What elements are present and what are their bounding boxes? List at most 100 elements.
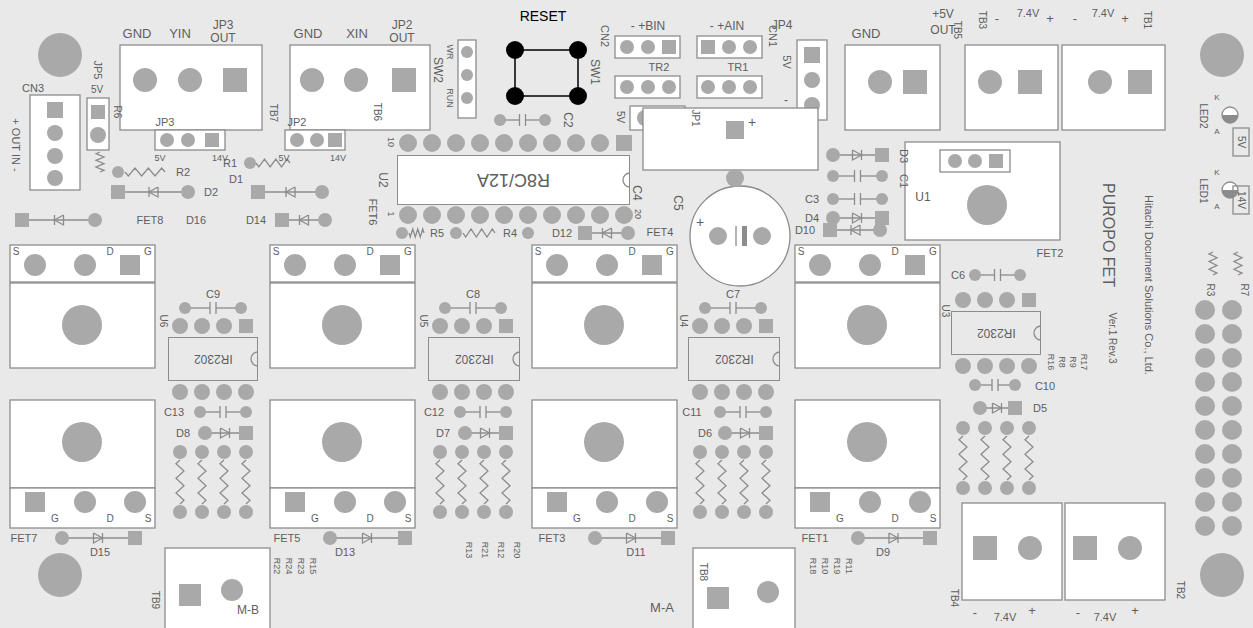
silkscreen-text: FET2 xyxy=(1037,248,1064,259)
diode-symbol xyxy=(853,150,862,160)
square-pad xyxy=(128,531,142,545)
part-outline xyxy=(458,40,476,118)
round-pad xyxy=(1014,269,1026,281)
part-outline xyxy=(270,283,415,368)
part-label: + xyxy=(1028,604,1036,617)
round-pad xyxy=(1118,536,1142,560)
part-label: D16 xyxy=(186,215,206,226)
diode-lead xyxy=(833,154,882,155)
resistor-symbol xyxy=(740,460,748,504)
round-pad xyxy=(591,134,609,152)
part-label: D10 xyxy=(795,225,815,236)
round-pad xyxy=(476,318,492,334)
chip-name: R8C/12A xyxy=(477,171,550,189)
part-outline xyxy=(795,245,940,282)
silkscreen-text: D7 xyxy=(436,428,450,439)
part-label: C8 xyxy=(466,289,480,300)
part-label: TR1 xyxy=(728,62,749,73)
silkscreen-text: D3 xyxy=(898,149,909,163)
round-pad xyxy=(55,531,69,545)
part-label: R12 xyxy=(496,542,505,559)
round-pad xyxy=(847,422,887,462)
part-label: + xyxy=(1121,12,1129,25)
silkscreen-text: GND xyxy=(123,27,152,40)
round-pad xyxy=(743,80,757,94)
part-label: G xyxy=(404,247,412,257)
round-pad xyxy=(827,193,839,205)
silkscreen-text: TB7 xyxy=(268,104,278,122)
part-label: D5 xyxy=(1033,403,1047,414)
square-pad xyxy=(903,70,927,94)
round-pad xyxy=(450,227,462,239)
silkscreen-text: 14V xyxy=(330,154,346,163)
diode-lead xyxy=(833,217,882,218)
part-label: 1 xyxy=(386,211,395,216)
silkscreen-text: - +AIN xyxy=(710,20,744,32)
chip-notch xyxy=(1034,326,1041,340)
round-pad xyxy=(62,422,102,462)
round-pad xyxy=(1088,70,1112,94)
chip-body: IR2302 xyxy=(688,337,780,381)
silkscreen-text: R8 xyxy=(1057,356,1066,368)
chip-name: IR2302 xyxy=(715,353,754,365)
round-pad xyxy=(737,445,751,459)
part-label: WR xyxy=(445,45,454,60)
silkscreen-text: R15 xyxy=(308,558,317,575)
round-pad xyxy=(693,505,707,519)
part-outline xyxy=(532,488,677,528)
part-label: R18 xyxy=(808,558,817,575)
silkscreen-text: - +BIN xyxy=(631,20,665,32)
round-pad xyxy=(522,227,534,239)
part-label: D15 xyxy=(90,547,110,558)
round-pad xyxy=(726,169,744,187)
part-label: M-B xyxy=(237,604,259,616)
part-label: D4 xyxy=(805,213,819,224)
round-pad xyxy=(455,445,469,459)
round-pad xyxy=(198,426,212,440)
silkscreen-text: TB6 xyxy=(372,103,382,121)
square-pad xyxy=(398,531,412,545)
silkscreen-text: 7.4V xyxy=(994,612,1017,623)
resistor-symbol xyxy=(463,229,495,237)
silkscreen-text: M-B xyxy=(237,604,259,616)
part-outline xyxy=(290,45,430,130)
part-outline xyxy=(845,45,940,130)
square-pad xyxy=(392,68,416,92)
part-outline xyxy=(962,503,1062,600)
part-label: - +AIN xyxy=(710,20,744,32)
round-pad xyxy=(495,206,513,224)
silkscreen-text: C3 xyxy=(805,194,819,205)
round-pad xyxy=(1195,468,1215,488)
round-pad xyxy=(1000,421,1014,435)
part-label: D xyxy=(366,514,373,524)
round-pad xyxy=(759,505,773,519)
part-label: GND xyxy=(294,27,323,40)
part-outline xyxy=(965,45,1058,130)
silkscreen-text: U4 xyxy=(678,315,688,328)
part-label: JP3 xyxy=(156,117,175,128)
round-pad xyxy=(1222,468,1242,488)
round-pad xyxy=(1222,492,1242,512)
round-pad xyxy=(310,133,324,147)
round-pad xyxy=(38,553,82,597)
part-label: 14V xyxy=(1236,191,1246,209)
silkscreen-text: TB1 xyxy=(1142,11,1152,29)
round-pad xyxy=(1195,492,1215,512)
part-label: D xyxy=(891,247,898,257)
diode-symbol xyxy=(149,187,158,197)
silkscreen-text: FET8 xyxy=(137,215,164,226)
capacitor-plate xyxy=(739,406,740,418)
silkscreen-text: D xyxy=(891,514,898,524)
silkscreen-text: TR1 xyxy=(728,62,749,73)
part-label: R3 xyxy=(1205,284,1215,297)
round-pad xyxy=(399,134,417,152)
silkscreen-text: - xyxy=(1073,12,1077,25)
chip-name: IR2302 xyxy=(455,353,494,365)
round-pad xyxy=(567,206,585,224)
round-pad xyxy=(543,206,561,224)
part-label: A xyxy=(1214,128,1219,136)
silkscreen-text: R16 xyxy=(1046,354,1055,371)
diode-symbol xyxy=(851,225,860,235)
square-pad xyxy=(15,213,29,227)
